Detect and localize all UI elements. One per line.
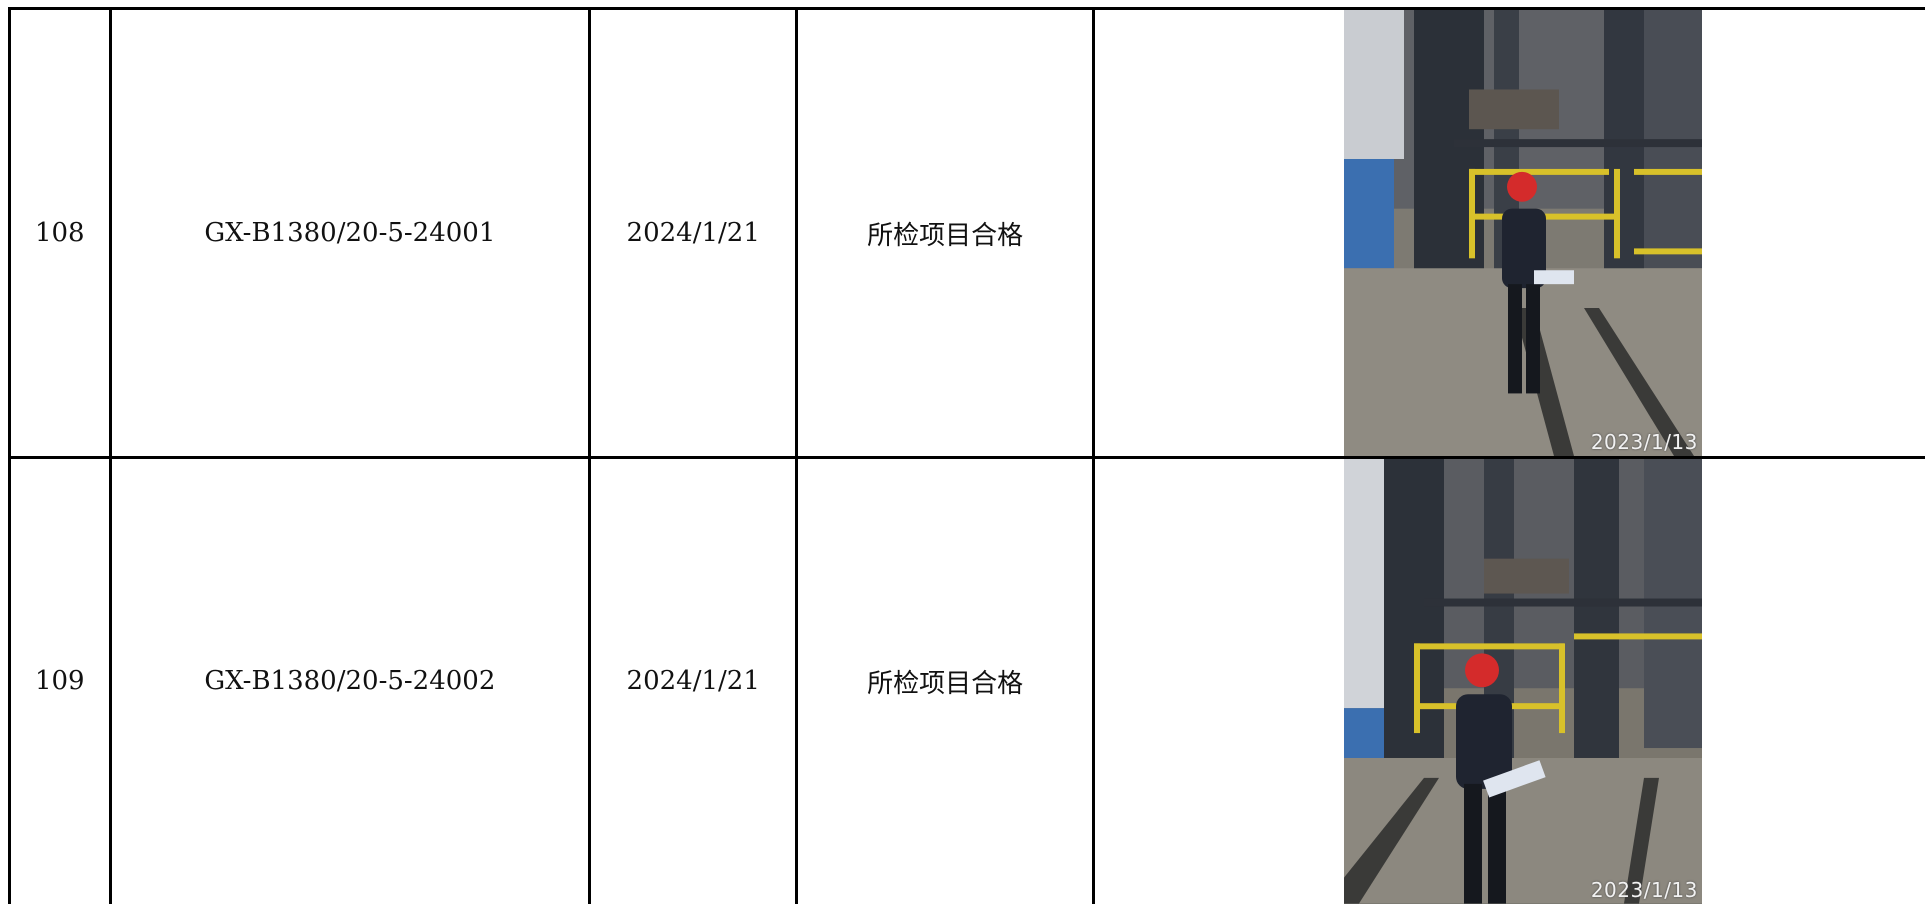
table-row: 108 GX-B1380/20-5-24001 2024/1/21 所检项目合格 xyxy=(10,9,1925,458)
product-code: GX-B1380/20-5-24001 xyxy=(110,9,590,458)
product-code: GX-B1380/20-5-24002 xyxy=(110,458,590,904)
inspection-result: 所检项目合格 xyxy=(797,9,1094,458)
photo-cell: 2023/1/13 xyxy=(1093,9,1925,458)
site-photo: 2023/1/13 xyxy=(1344,10,1702,456)
photo-date-stamp: 2023/1/13 xyxy=(1591,430,1698,454)
photo-cell: 2023/1/13 xyxy=(1093,458,1925,904)
inspection-table: 108 GX-B1380/20-5-24001 2024/1/21 所检项目合格 xyxy=(8,7,1925,904)
row-index: 109 xyxy=(10,458,111,904)
table-row: 109 GX-B1380/20-5-24002 2024/1/21 所检项目合格 xyxy=(10,458,1925,904)
inspection-date: 2024/1/21 xyxy=(590,458,797,904)
row-index: 108 xyxy=(10,9,111,458)
factory-scene-image xyxy=(1344,10,1702,456)
inspection-result: 所检项目合格 xyxy=(797,458,1094,904)
factory-scene-image xyxy=(1344,459,1702,904)
inspection-date: 2024/1/21 xyxy=(590,9,797,458)
photo-date-stamp: 2023/1/13 xyxy=(1591,878,1698,902)
site-photo: 2023/1/13 xyxy=(1344,459,1702,904)
